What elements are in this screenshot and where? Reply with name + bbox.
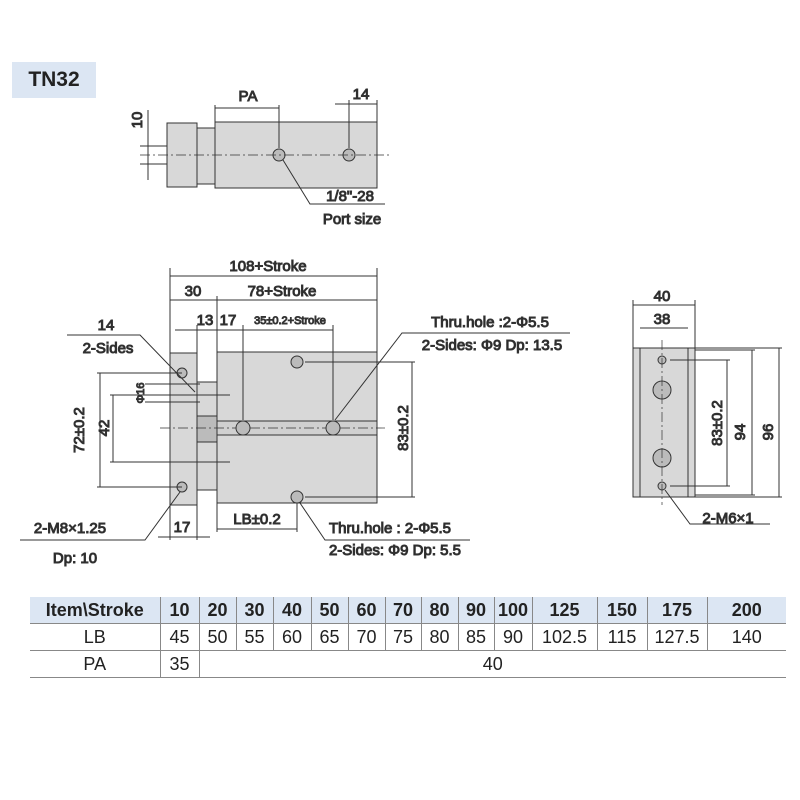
header-stroke: 125 [531,597,597,624]
header-stroke: 70 [384,597,421,624]
header-stroke: 60 [347,597,385,624]
model-label: TN32 [12,62,96,98]
phi16: Φ16 [135,382,147,403]
table-cell: 127.5 [646,623,707,651]
overall-length: 108+Stroke [229,258,306,275]
dim-10: 10 [129,112,146,129]
row-label: PA [83,653,107,674]
header-stroke: 50 [310,597,348,624]
header-stroke: 150 [596,597,647,624]
table-cell: 75 [384,623,421,651]
header-stroke: 30 [235,597,273,624]
dim-72: 72±0.2 [71,407,88,453]
table-cell: 102.5 [531,623,597,651]
m8-thread: 2-M8×1.25 [34,520,106,537]
dim-13: 13 [197,312,214,329]
m6-thread: 2-M6×1 [702,510,753,527]
header-stroke: 100 [493,597,532,624]
side-view: 40 38 83±0.2 94 96 2-M6×1 [632,288,782,528]
table-cell: 140 [706,623,786,651]
dim-38: 38 [654,311,671,328]
table-cell: 45 [159,623,199,651]
table-cell: 70 [347,623,385,651]
dim-94: 94 [732,424,749,441]
header-item-stroke: Item\Stroke [30,597,160,624]
table-cell: 50 [198,623,236,651]
dim-96: 96 [760,424,777,441]
table-cell: 90 [493,623,532,651]
counterbore-bottom: 2-Sides: Φ9 Dp: 5.5 [329,542,461,559]
table-row-pa: PA 35 40 [30,650,786,678]
table-cell: 40 [198,650,786,678]
table-cell: 80 [420,623,458,651]
header-stroke: 20 [198,597,236,624]
dim-83: 83±0.2 [395,405,412,451]
dim-42: 42 [96,420,113,437]
two-sides: 2-Sides [83,340,134,357]
header-stroke: 175 [646,597,707,624]
side-body [632,347,696,498]
table-cell: 85 [457,623,494,651]
dim-30: 30 [185,283,202,300]
dim-17-top: 17 [220,312,237,329]
table-cell: 55 [235,623,273,651]
thru-hole-bottom: Thru.hole : 2-Φ5.5 [329,520,451,537]
dim-17-bottom: 17 [174,519,191,536]
table-cell: 115 [596,623,647,651]
header-stroke: 10 [159,597,199,624]
end-plate [169,352,198,506]
dim-14: 14 [98,317,115,334]
m8-depth: Dp: 10 [53,550,97,567]
header-stroke: 40 [272,597,311,624]
lb-dim: LB±0.2 [233,511,280,528]
body-length: 78+Stroke [248,283,317,300]
row-label: LB [83,626,106,647]
dim-14: 14 [353,86,370,103]
port-thread: 1/8"-28 [326,188,374,205]
header-stroke: 90 [457,597,494,624]
top-view: PA 14 10 1/8"-28 Port size [129,86,390,229]
table-cell: 60 [272,623,311,651]
header-stroke: 80 [420,597,458,624]
table-cell: 35 [159,650,199,678]
dim-83-side: 83±0.2 [709,400,726,446]
pa-label: PA [239,88,258,105]
hole-pitch: 35±0.2+Stroke [254,315,326,327]
front-view: 108+Stroke 30 78+Stroke 13 17 35±0.2+Str… [20,258,570,568]
rod [196,127,216,185]
thru-hole-top: Thru.hole :2-Φ5.5 [431,314,549,331]
port-size-label: Port size [323,211,381,228]
header-stroke: 200 [706,597,786,624]
table-cell: 65 [310,623,348,651]
counterbore-top: 2-Sides: Φ9 Dp: 13.5 [422,337,562,354]
dim-40: 40 [654,288,671,305]
